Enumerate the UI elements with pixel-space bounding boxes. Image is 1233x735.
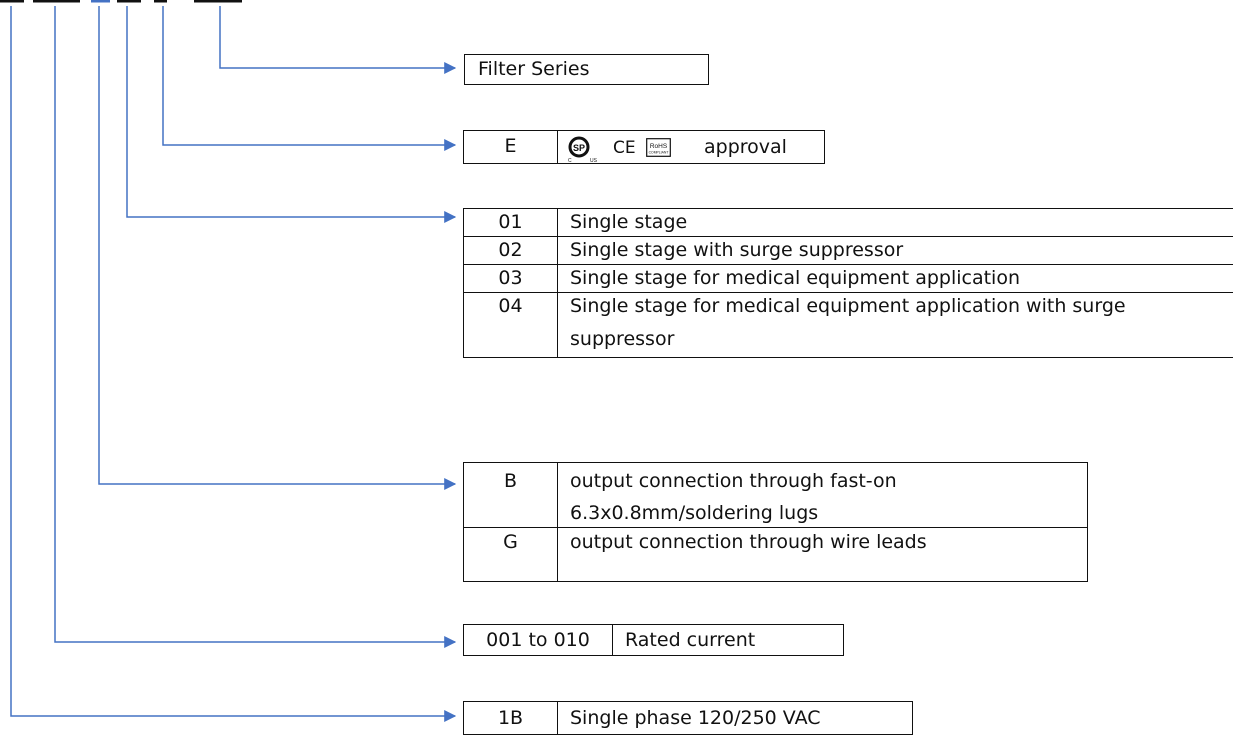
table-row: 03 Single stage for medical equipment ap… bbox=[464, 265, 1233, 293]
svg-text:CE: CE bbox=[613, 138, 636, 158]
output-desc: output connection through wire leads bbox=[558, 528, 1088, 582]
approval-label: approval bbox=[704, 132, 787, 163]
svg-text:COMPLIANT: COMPLIANT bbox=[649, 151, 669, 155]
ce-mark-logo: CE bbox=[612, 136, 642, 166]
svg-text:SP: SP bbox=[573, 143, 585, 153]
stage-desc-line: suppressor bbox=[570, 326, 1233, 353]
table-row: 02 Single stage with surge suppressor bbox=[464, 237, 1233, 265]
connector-current bbox=[55, 6, 455, 642]
stage-desc-line: Single stage for medical equipment appli… bbox=[570, 293, 1233, 320]
current-table: 001 to 010 Rated current bbox=[463, 624, 844, 656]
approval-code: E bbox=[464, 131, 558, 164]
svg-text:RoHS: RoHS bbox=[650, 143, 668, 150]
output-desc-line: 6.3x0.8mm/soldering lugs bbox=[570, 500, 1087, 527]
stage-code: 01 bbox=[464, 209, 558, 237]
stage-code: 03 bbox=[464, 265, 558, 293]
rohs-compliant-logo: RoHS COMPLIANT bbox=[646, 138, 671, 165]
output-desc-line: output connection through fast-on bbox=[570, 468, 1087, 495]
svg-text:US: US bbox=[590, 158, 598, 164]
connector-filter-series bbox=[220, 6, 455, 68]
current-desc: Rated current bbox=[613, 625, 844, 656]
connector-phase bbox=[11, 6, 455, 716]
approval-row: E SP C US CE RoHS bbox=[464, 131, 825, 164]
current-code: 001 to 010 bbox=[464, 625, 613, 656]
output-code: G bbox=[464, 528, 558, 582]
table-row: 01 Single stage bbox=[464, 209, 1233, 237]
stage-code: 04 bbox=[464, 293, 558, 358]
filter-series-label: Filter Series bbox=[478, 56, 590, 83]
output-desc: output connection through fast-on 6.3x0.… bbox=[558, 463, 1088, 528]
table-row: 1B Single phase 120/250 VAC bbox=[464, 702, 913, 735]
stage-desc: Single stage with surge suppressor bbox=[558, 237, 1233, 265]
approval-table: E SP C US CE RoHS bbox=[463, 130, 825, 164]
phase-table: 1B Single phase 120/250 VAC bbox=[463, 701, 913, 735]
filter-series-box: Filter Series bbox=[464, 54, 709, 85]
phase-code: 1B bbox=[464, 702, 558, 735]
connector-approval bbox=[163, 6, 455, 145]
stage-table: 01 Single stage 02 Single stage with sur… bbox=[463, 208, 1233, 358]
stage-desc: Single stage for medical equipment appli… bbox=[558, 293, 1233, 358]
table-row: B output connection through fast-on 6.3x… bbox=[464, 463, 1088, 528]
stage-code: 02 bbox=[464, 237, 558, 265]
csa-us-logo: SP C US bbox=[566, 136, 600, 164]
phase-desc: Single phase 120/250 VAC bbox=[558, 702, 913, 735]
table-row: 04 Single stage for medical equipment ap… bbox=[464, 293, 1233, 358]
approval-marks: SP C US CE RoHS COMPLIANT approval bbox=[558, 131, 825, 164]
svg-text:C: C bbox=[568, 158, 572, 164]
connector-stage bbox=[127, 6, 455, 217]
output-code: B bbox=[464, 463, 558, 528]
output-table: B output connection through fast-on 6.3x… bbox=[463, 462, 1088, 582]
stage-desc: Single stage for medical equipment appli… bbox=[558, 265, 1233, 293]
connector-output bbox=[99, 6, 455, 484]
stage-desc: Single stage bbox=[558, 209, 1233, 237]
table-row: 001 to 010 Rated current bbox=[464, 625, 844, 656]
table-row: G output connection through wire leads bbox=[464, 528, 1088, 582]
